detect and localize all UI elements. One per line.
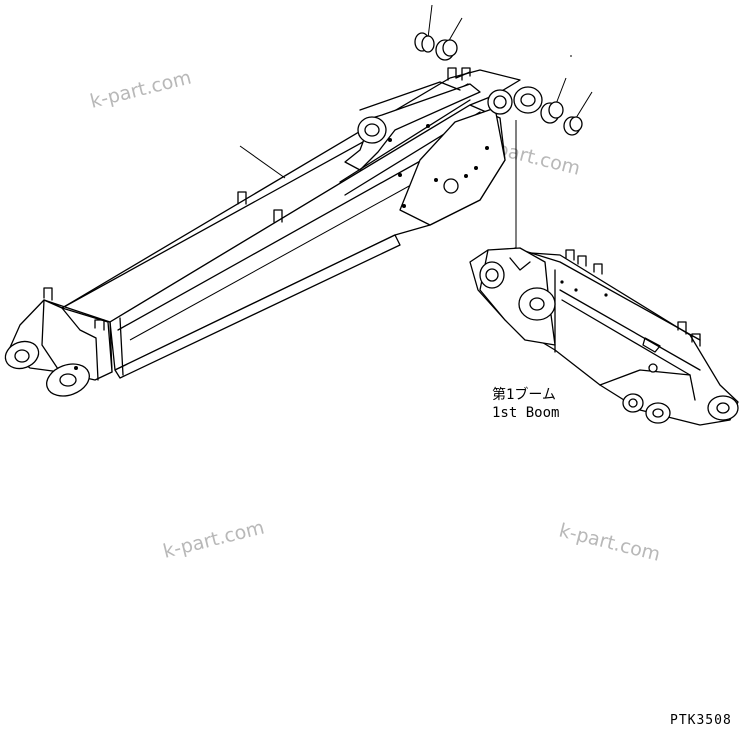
drawing-code: PTK3508 bbox=[670, 713, 732, 728]
part-label-japanese: 第1ブーム bbox=[492, 386, 556, 403]
part-label-english: 1st Boom bbox=[492, 405, 559, 421]
bushings bbox=[414, 4, 593, 136]
watermark: k-part.com bbox=[557, 520, 663, 566]
watermark: k-part.com bbox=[161, 516, 267, 562]
first-boom-detail bbox=[469, 247, 739, 426]
main-boom bbox=[4, 67, 543, 397]
watermark: k-part.com bbox=[88, 66, 194, 112]
